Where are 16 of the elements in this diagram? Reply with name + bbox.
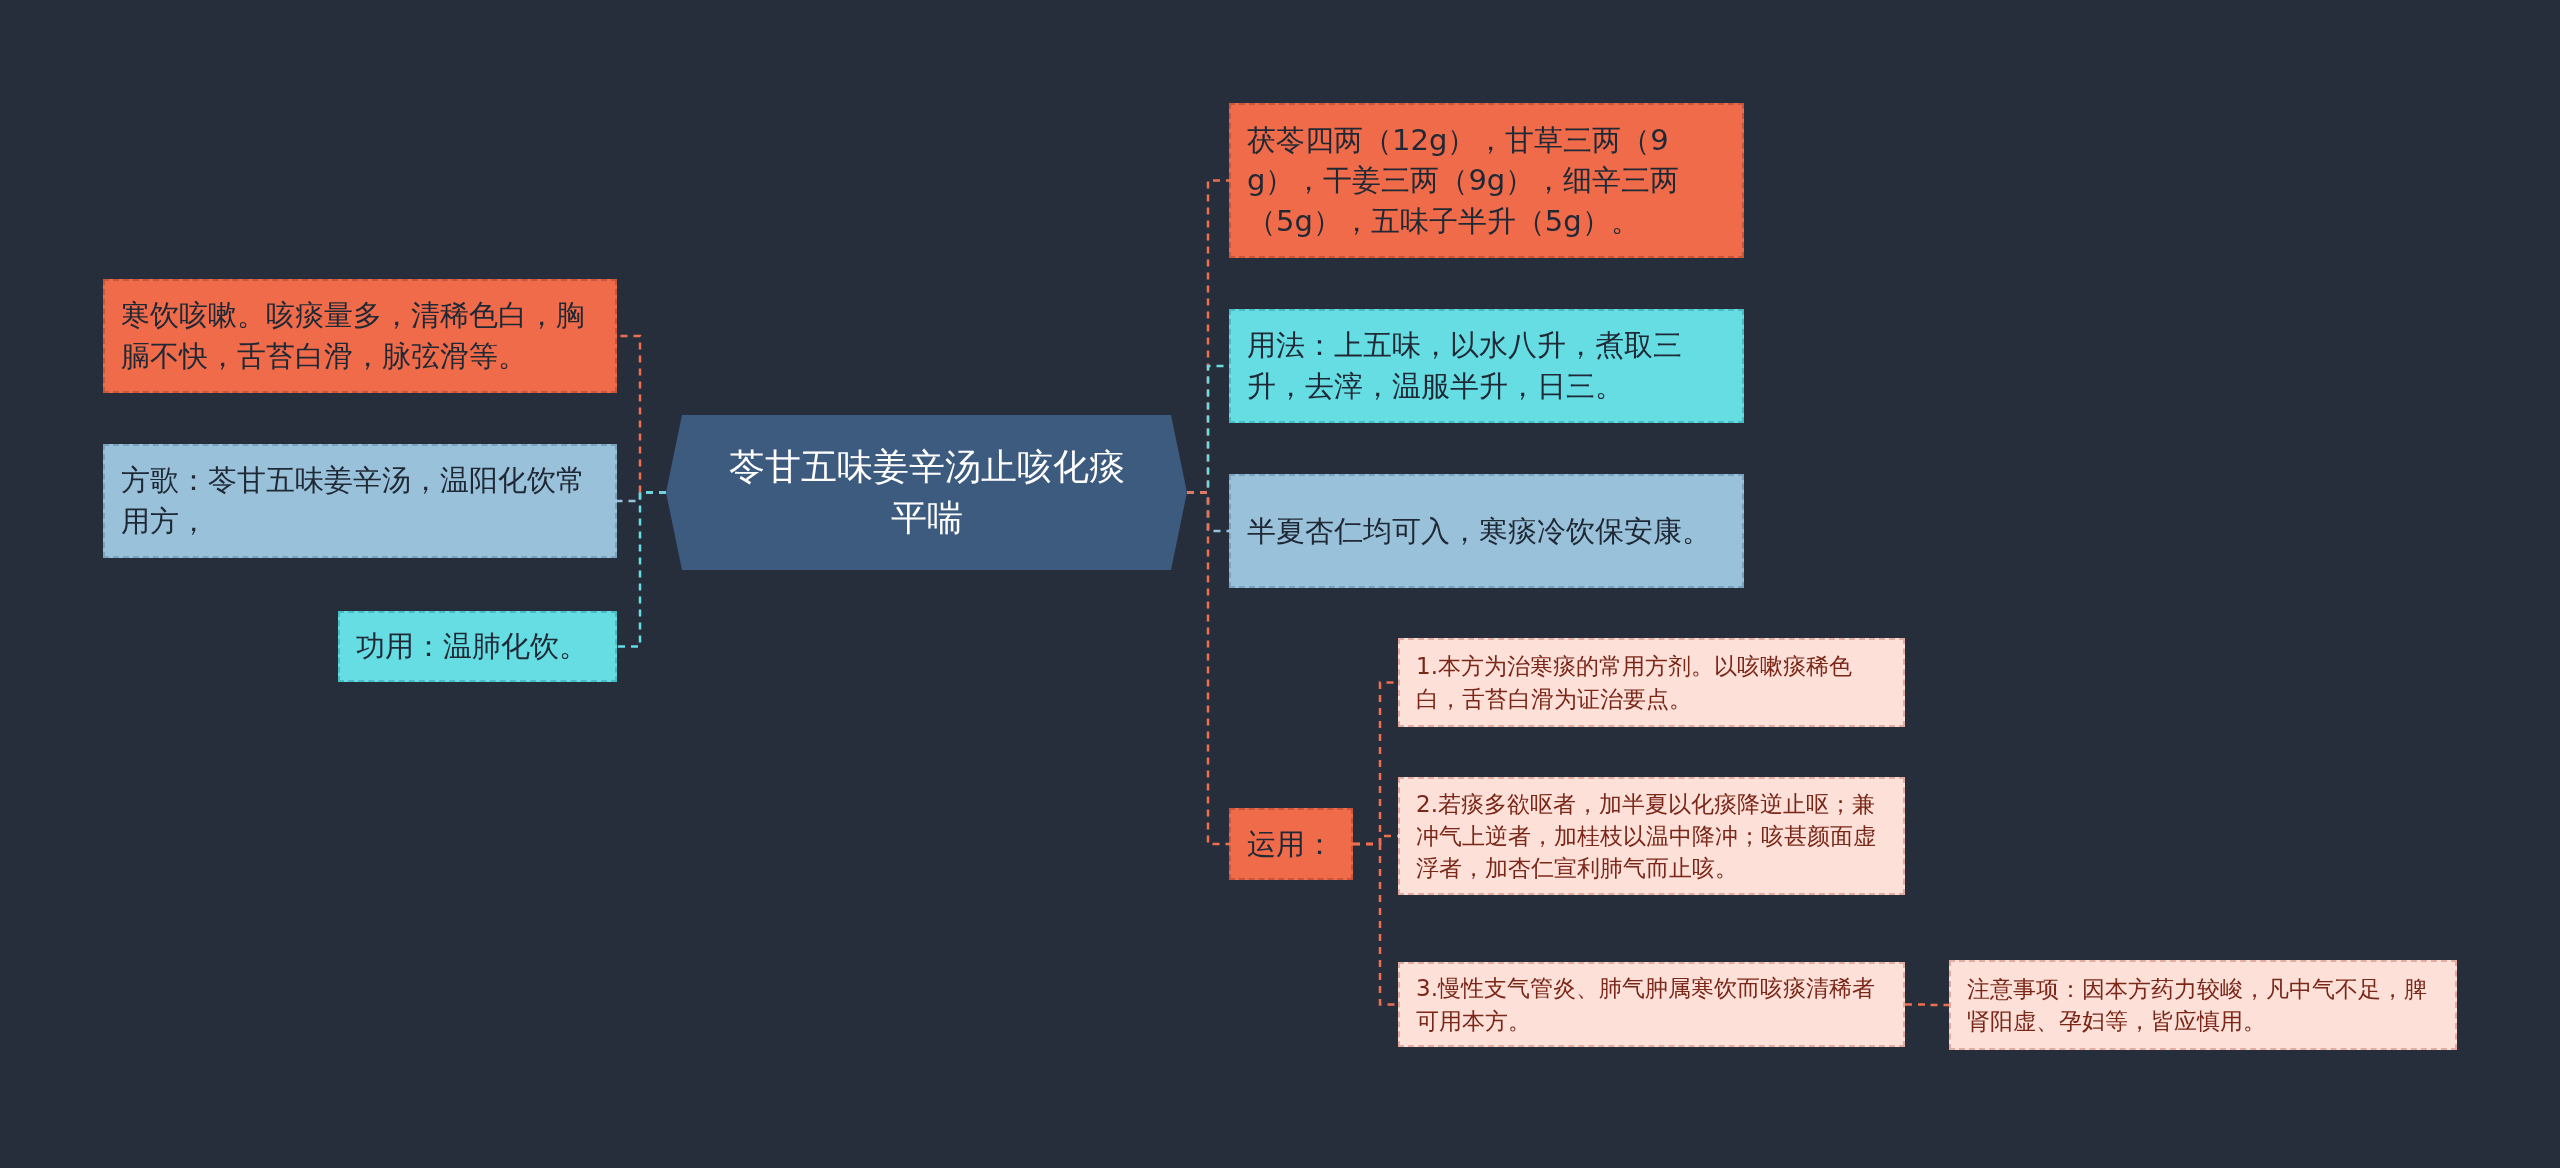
- topic-box: 用法：上五味，以水八升，煮取三升，去滓，温服半升，日三。: [1229, 309, 1744, 423]
- topic-box: 茯苓四两（12g），甘草三两（9g），干姜三两（9g），细辛三两（5g），五味子半升（5g）。: [1229, 103, 1744, 258]
- topic-box: 功用：温肺化饮。: [338, 611, 617, 682]
- topic-box: 1.本方为治寒痰的常用方剂。以咳嗽痰稀色白，舌苔白滑为证治要点。: [1398, 638, 1905, 727]
- topic-box: 注意事项：因本方药力较峻，凡中气不足，脾肾阳虚、孕妇等，皆应慎用。: [1949, 960, 2457, 1050]
- topic-box: 寒饮咳嗽。咳痰量多，清稀色白，胸膈不快，舌苔白滑，脉弦滑等。: [103, 279, 617, 393]
- connector-line: [617, 491, 666, 648]
- topic-box: 2.若痰多欲呕者，加半夏以化痰降逆止呕；兼冲气上逆者，加桂枝以温中降冲；咳甚颜面虚浮者，加杏仁宣利肺气而止咳。: [1398, 777, 1905, 895]
- connector-line: [1187, 491, 1229, 846]
- central-topic: 苓甘五味姜辛汤止咳化痰平喘: [666, 415, 1187, 570]
- connector-line: [1905, 1003, 1949, 1007]
- topic-box: 半夏杏仁均可入，寒痰冷饮保安康。: [1229, 474, 1744, 588]
- topic-box: 3.慢性支气管炎、肺气肿属寒饮而咳痰清稀者可用本方。: [1398, 962, 1905, 1047]
- connector-line: [1353, 842, 1398, 1006]
- topic-box: 方歌：苓甘五味姜辛汤，温阳化饮常用方，: [103, 444, 617, 558]
- topic-box: 运用：: [1229, 808, 1353, 880]
